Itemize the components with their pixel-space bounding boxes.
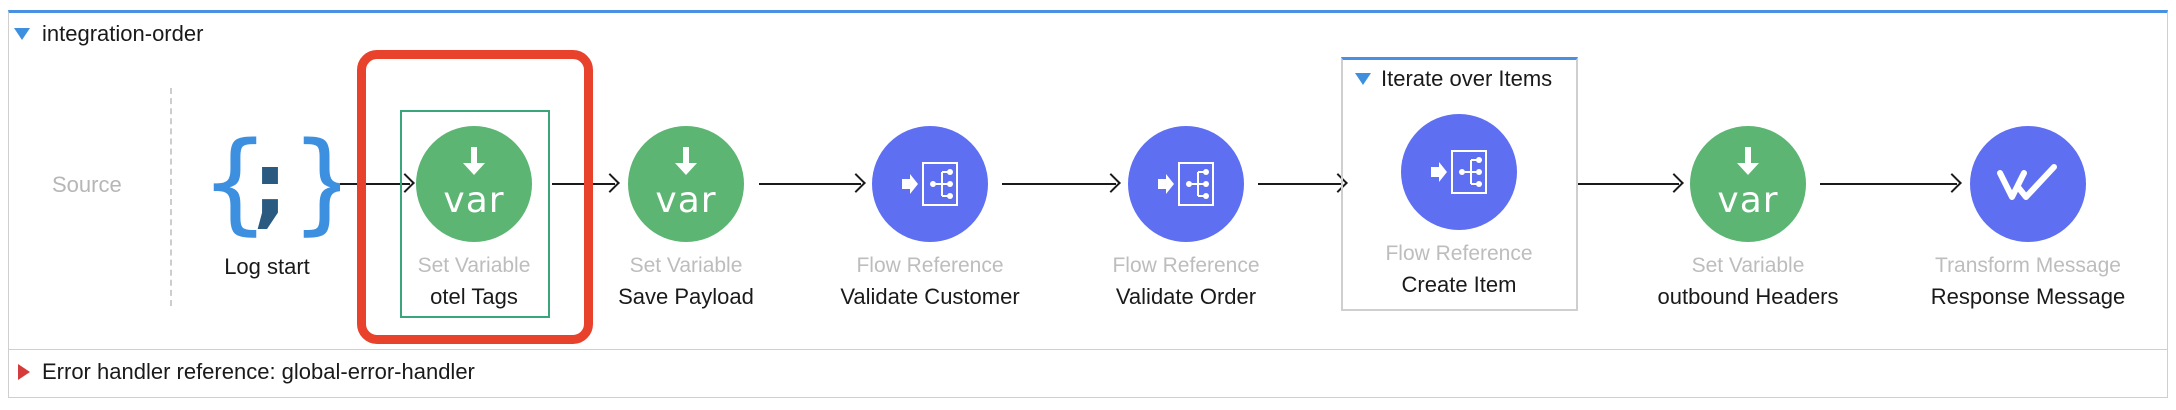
node-type-label: Set Variable xyxy=(1691,254,1805,277)
flow-container xyxy=(8,10,2168,398)
connector-arrow xyxy=(1002,183,1116,185)
highlight-box xyxy=(357,50,593,344)
error-handler-divider xyxy=(8,349,2168,350)
scope-title: Iterate over Items xyxy=(1381,66,1553,91)
svg-text:{: { xyxy=(200,128,270,238)
flow-reference-icon xyxy=(1431,150,1487,194)
scope-header[interactable]: Iterate over Items xyxy=(1355,62,1552,96)
svg-text:}: } xyxy=(290,128,340,238)
connector-arrow xyxy=(340,183,410,185)
source-divider xyxy=(170,88,172,306)
source-label[interactable]: Source xyxy=(52,172,122,197)
error-handler-label: Error handler reference: global-error-ha… xyxy=(42,359,475,384)
node-type-label: Set Variable xyxy=(629,254,743,277)
var-icon: var xyxy=(655,147,716,219)
flow-header[interactable]: integration-order xyxy=(14,14,203,54)
selection-outline xyxy=(400,110,550,318)
node-label: Validate Customer xyxy=(840,284,1020,309)
set-variable-circle: var xyxy=(416,126,532,242)
expand-caret-icon[interactable] xyxy=(18,364,30,380)
collapse-caret-icon[interactable] xyxy=(1355,73,1371,85)
node-label: otel Tags xyxy=(430,284,518,309)
logger-icon: { } ; xyxy=(200,128,340,238)
node-label: Log start xyxy=(224,254,310,279)
node-label: Validate Order xyxy=(1115,284,1257,309)
var-icon: var xyxy=(443,147,504,219)
transform-icon xyxy=(1997,164,2057,200)
connector-arrow xyxy=(1258,183,1343,185)
node-type-label: Transform Message xyxy=(1935,254,2121,277)
node-type-label: Flow Reference xyxy=(856,254,1004,277)
flow-reference-circle xyxy=(1128,126,1244,242)
connector-arrow xyxy=(552,183,615,185)
set-variable-circle: var xyxy=(628,126,744,242)
node-type-label: Flow Reference xyxy=(1112,254,1260,277)
collapse-caret-icon[interactable] xyxy=(14,28,30,40)
connector-arrow xyxy=(1820,183,1957,185)
node-type-label: Set Variable xyxy=(417,254,531,277)
set-variable-circle: var xyxy=(1690,126,1806,242)
node-label: Save Payload xyxy=(618,284,754,309)
flow-reference-icon xyxy=(902,162,958,206)
node-label: Create Item xyxy=(1401,272,1517,297)
connector-arrow xyxy=(759,183,861,185)
for-each-scope[interactable] xyxy=(1341,57,1578,311)
flow-title: integration-order xyxy=(42,21,204,46)
flow-reference-circle xyxy=(1401,114,1517,230)
node-type-label: Flow Reference xyxy=(1385,242,1533,265)
node-label: Response Message xyxy=(1930,284,2126,309)
var-icon: var xyxy=(1717,147,1778,219)
connector-arrow xyxy=(1577,183,1679,185)
svg-text:;: ; xyxy=(252,133,288,238)
node-label: outbound Headers xyxy=(1657,284,1839,309)
error-handler-row[interactable]: Error handler reference: global-error-ha… xyxy=(18,355,475,389)
transform-circle xyxy=(1970,126,2086,242)
flow-reference-circle xyxy=(872,126,988,242)
flow-reference-icon xyxy=(1158,162,1214,206)
